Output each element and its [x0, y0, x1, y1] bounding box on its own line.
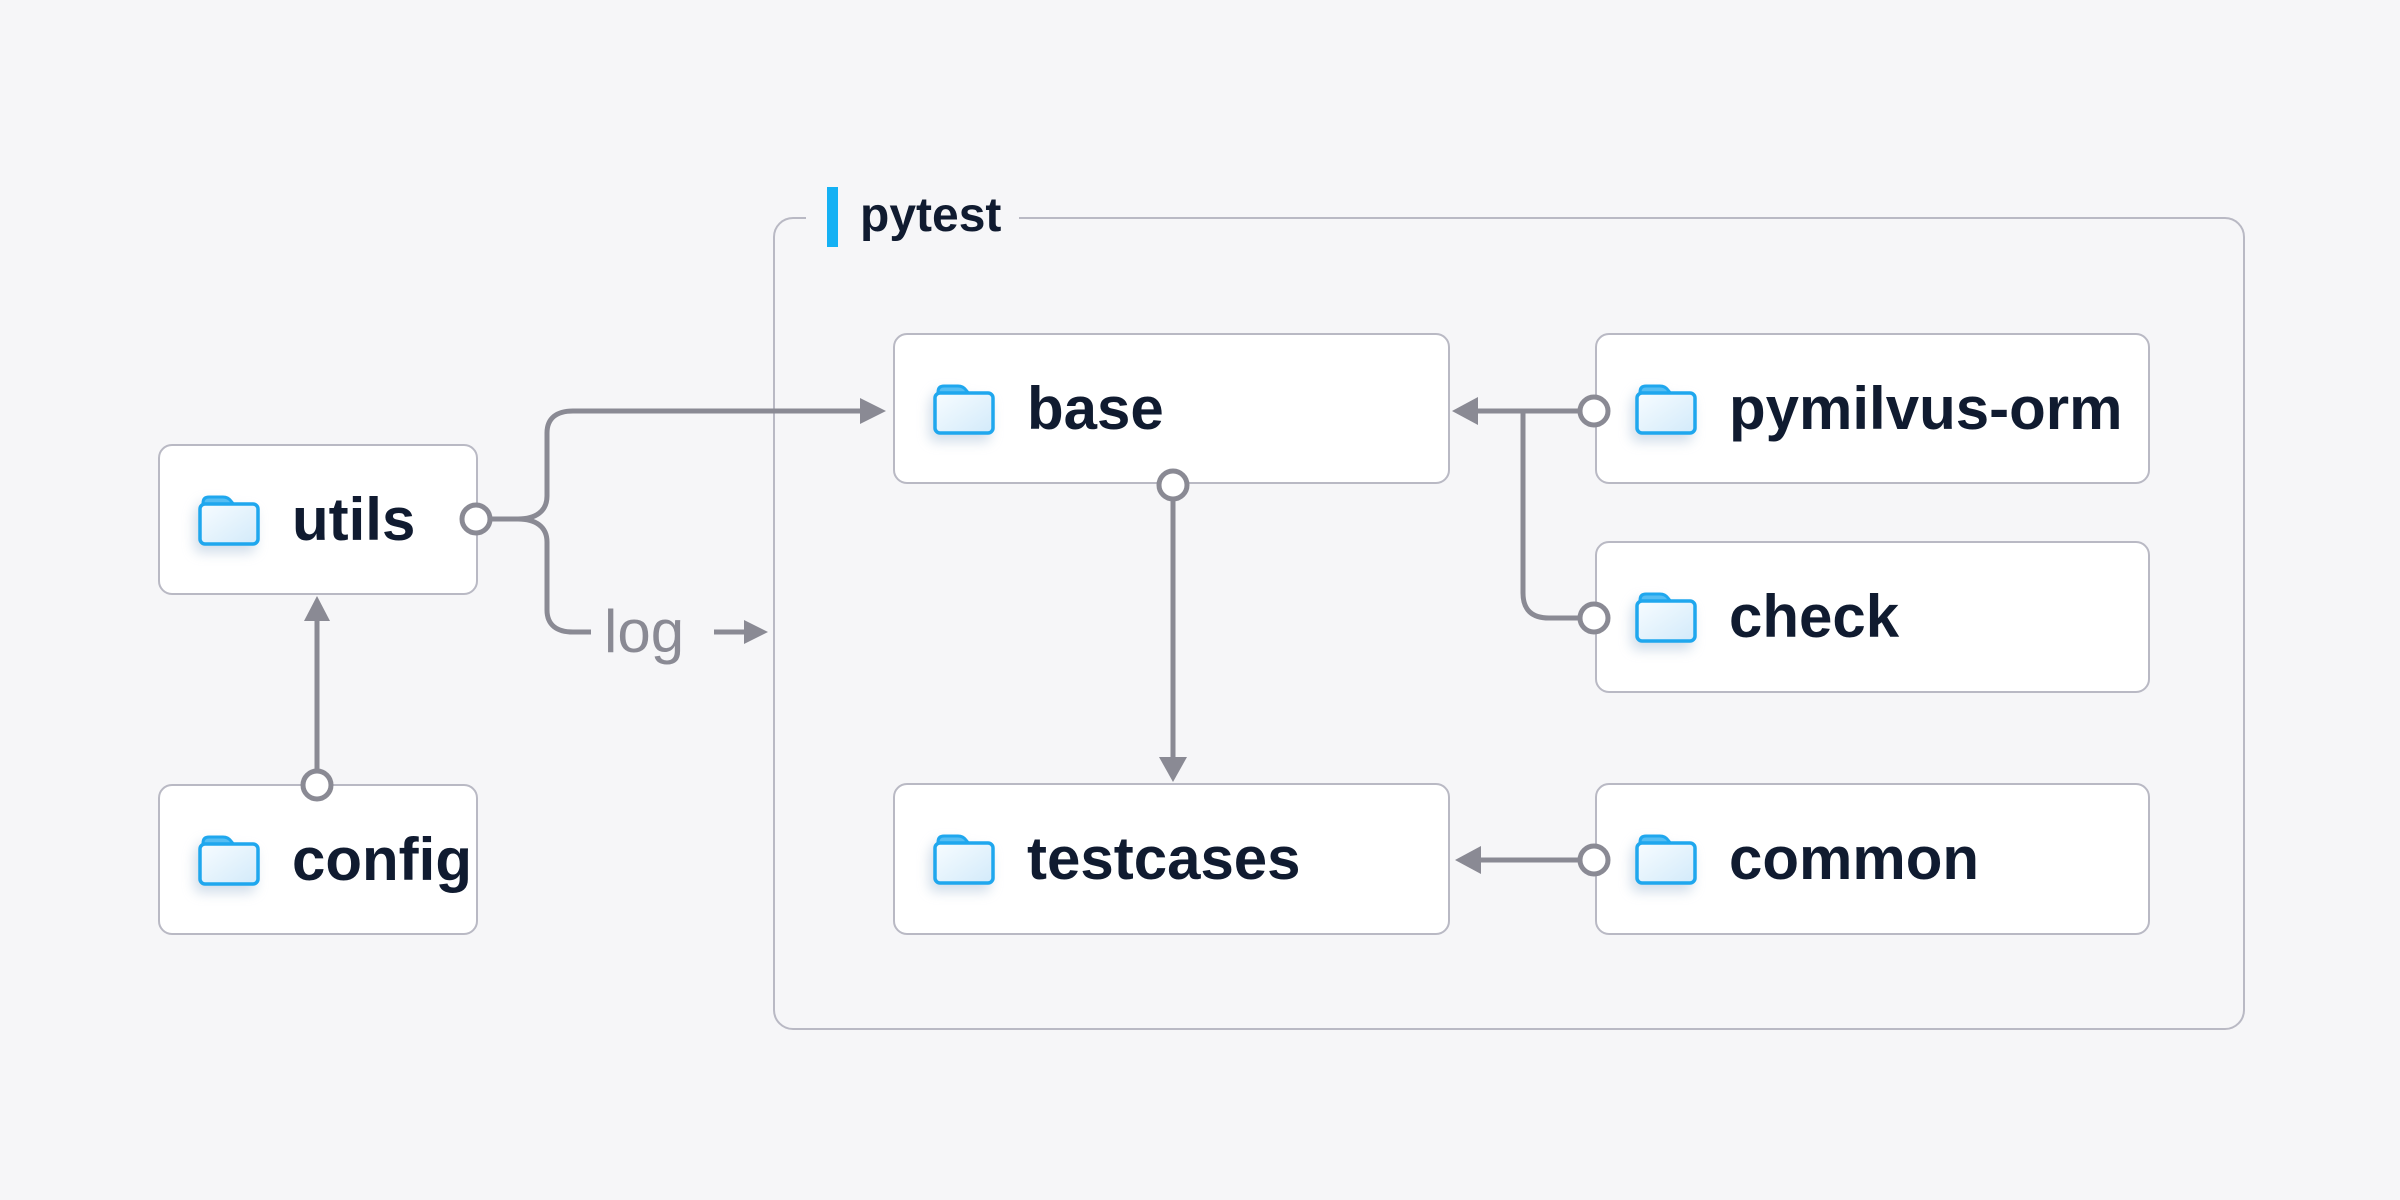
- node-testcases[interactable]: testcases: [893, 783, 1450, 935]
- node-common[interactable]: common: [1595, 783, 2150, 935]
- folder-icon: [1633, 832, 1699, 886]
- node-label: common: [1729, 825, 1980, 892]
- node-label: base: [1027, 374, 1164, 442]
- node-config[interactable]: config: [158, 784, 478, 935]
- node-check[interactable]: check: [1595, 541, 2150, 693]
- arrowhead-log-pytest: [744, 620, 768, 644]
- folder-icon: [931, 832, 997, 886]
- node-label: pymilvus-orm: [1729, 374, 2123, 442]
- pytest-container: [773, 217, 2245, 1030]
- node-utils[interactable]: utils: [158, 444, 478, 595]
- node-label: utils: [292, 485, 416, 553]
- edge-utils-log: [517, 516, 591, 635]
- node-label: config: [292, 825, 472, 893]
- folder-icon: [196, 833, 262, 887]
- folder-icon: [1633, 382, 1699, 436]
- folder-icon: [196, 493, 262, 547]
- pytest-container-title: pytest: [860, 189, 1002, 242]
- node-label: testcases: [1027, 825, 1301, 892]
- node-label: check: [1729, 583, 1900, 650]
- label-accent-bar: [827, 187, 838, 247]
- edge-label-log: log: [604, 598, 685, 665]
- node-base[interactable]: base: [893, 333, 1450, 484]
- folder-icon: [1633, 590, 1699, 644]
- pytest-container-label: pytest: [806, 186, 1020, 248]
- folder-icon: [931, 382, 997, 436]
- node-pymilvus-orm[interactable]: pymilvus-orm: [1595, 333, 2150, 484]
- arrowhead-config-utils: [304, 596, 330, 621]
